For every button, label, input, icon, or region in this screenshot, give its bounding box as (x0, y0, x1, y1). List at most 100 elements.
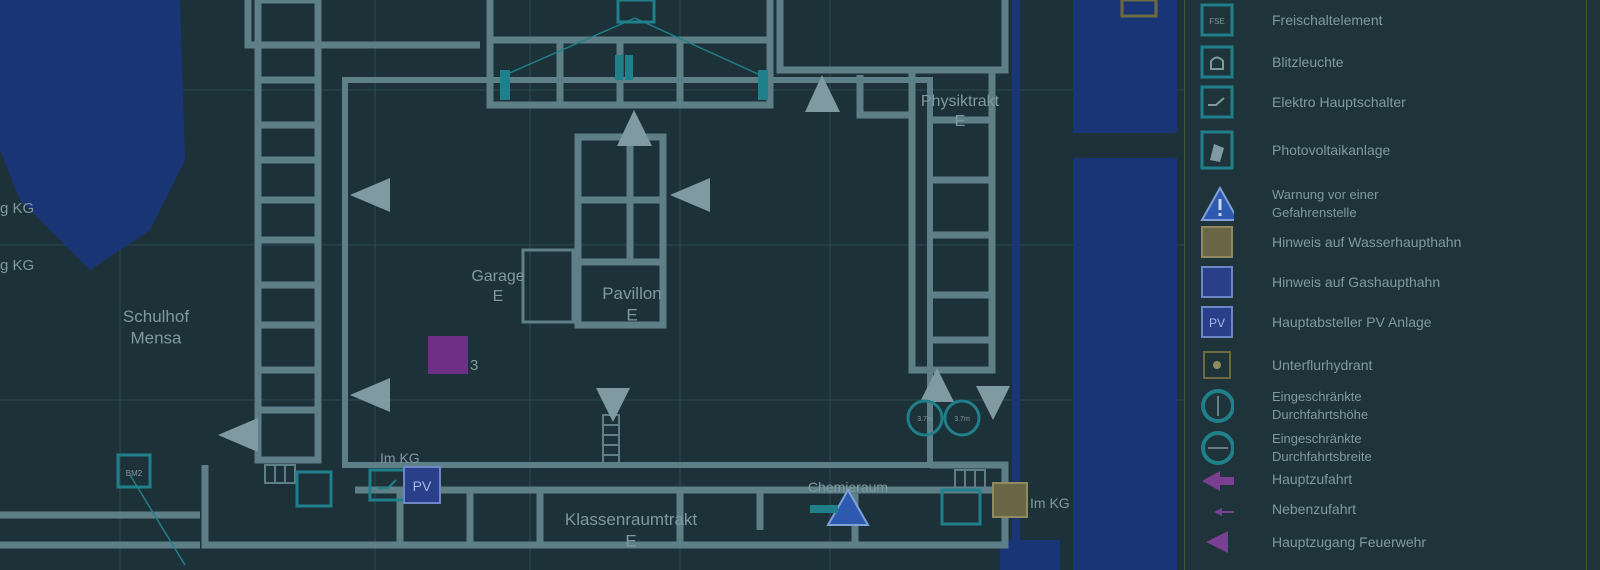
legend-item-label: Hinweis auf Gashaupthahn (1272, 274, 1441, 290)
svg-text:FSE: FSE (1209, 17, 1225, 26)
secondary-access-arrow-icon (1200, 495, 1234, 529)
legend-item-label: Blitzleuchte (1272, 54, 1344, 70)
legend-item: PV Hauptabsteller PV Anlage (1186, 302, 1586, 342)
street-strip (1012, 0, 1020, 570)
restricted-width-icon (943, 399, 981, 437)
clearance-height-label: 3.7m (917, 416, 933, 423)
purple-room-marker[interactable] (428, 336, 468, 374)
entry-arrow-icon (805, 75, 840, 112)
top-center-building (486, 0, 774, 109)
restricted-height-icon (906, 399, 944, 437)
chemistry-hazard-bar (810, 505, 838, 513)
legend-item: Eingeschränkte Durchfahrtsbreite (1186, 427, 1586, 469)
pv-switch-icon (403, 466, 441, 504)
restricted-width-icon (1200, 431, 1234, 465)
pond-area (0, 0, 185, 270)
purple-room-suffix: 3 (470, 357, 478, 374)
legend-item-label: Freischaltelement (1272, 12, 1383, 28)
legend-item: FSE Freischaltelement (1186, 0, 1586, 40)
main-access-arrow-icon (1200, 464, 1234, 498)
safety-symbols[interactable] (116, 0, 1158, 526)
entry-arrow-icon (218, 418, 258, 452)
legend-item-label: Elektro Hauptschalter (1272, 94, 1406, 110)
legend-item: Eingeschränkte Durchfahrtshöhe (1186, 385, 1586, 427)
entry-arrow-icon (976, 386, 1010, 420)
chemistry-room-label: Chemieraum (808, 479, 888, 495)
legend-item: Nebenzufahrt (1186, 495, 1586, 523)
entry-arrows[interactable] (218, 75, 1010, 452)
entry-arrow-icon (920, 368, 954, 402)
blue-zones (0, 0, 1177, 570)
fire-brigade-entrance-icon (1200, 525, 1234, 559)
legend-item-label: Warnung vor einer Gefahrenstelle (1272, 187, 1379, 220)
fire-panel-icon (295, 470, 333, 508)
left-wing-outline (254, 0, 322, 464)
legend-item: Elektro Hauptschalter (1186, 82, 1586, 122)
kg-label-lower: g KG (0, 257, 34, 274)
legend-item: Hauptzugang Feuerwehr (1186, 522, 1586, 562)
kg-label-upper: g KG (0, 200, 34, 217)
legend-item-label: Eingeschränkte Durchfahrtshöhe (1272, 389, 1369, 422)
hydrant-icon (1120, 0, 1158, 18)
pv-marker-label: PV (413, 478, 432, 494)
flash-light-lines (129, 17, 761, 566)
restricted-height-icon (1200, 389, 1234, 423)
water-main-icon (1200, 225, 1234, 259)
main-switch-icon (1200, 85, 1234, 119)
legend-item: Hinweis auf Gashaupthahn (1186, 262, 1586, 302)
entry-arrow-icon (670, 178, 710, 212)
legend-item-label: Hauptabsteller PV Anlage (1272, 314, 1432, 330)
legend-item-label: Photovoltaikanlage (1272, 142, 1391, 158)
entry-arrow-icon (350, 378, 390, 412)
legend-item-label: Hauptzufahrt (1272, 471, 1353, 487)
legend-item-label: Unterflurhydrant (1272, 357, 1373, 373)
parking-corner (1000, 540, 1060, 570)
fire-panel-icon (616, 0, 656, 24)
bm-marker-icon (116, 453, 152, 489)
fire-panel-icon (940, 488, 982, 526)
stairs (264, 414, 986, 489)
legend-item-label: Eingeschränkte Durchfahrtsbreite (1272, 431, 1372, 464)
legend-item: Warnung vor einer Gefahrenstelle (1186, 182, 1586, 226)
parking-area-top (1073, 0, 1177, 133)
garage-outline (521, 248, 575, 324)
warning-triangle-icon (1200, 186, 1234, 221)
water-main-hint-icon[interactable] (992, 482, 1028, 518)
legend-item: Hauptzufahrt (1186, 464, 1586, 494)
legend-item-label: Hinweis auf Wasserhaupthahn (1272, 234, 1462, 250)
flash-light-icon (1200, 45, 1234, 79)
legend-item: Hinweis auf Wasserhaupthahn (1186, 222, 1586, 262)
physics-wing-outline (908, 66, 996, 374)
classroom-wing-outline (201, 461, 1009, 549)
hydrant-icon (1200, 348, 1234, 382)
im-kg-left-label: Im KG (380, 450, 420, 466)
pavilion-outline (574, 133, 667, 329)
photovoltaic-icon (1200, 130, 1234, 170)
entry-arrow-icon (617, 110, 652, 146)
building-walls (0, 0, 1009, 549)
svg-text:PV: PV (1209, 316, 1225, 330)
bm-marker-label: BM2 (126, 469, 143, 478)
entry-arrow-icon (596, 388, 630, 422)
legend-item-label: Nebenzufahrt (1272, 501, 1357, 517)
im-kg-right-label: Im KG (1030, 495, 1070, 511)
legend-item-label: Hauptzugang Feuerwehr (1272, 534, 1427, 550)
legend-panel (1184, 0, 1600, 570)
parking-area-bottom (1073, 158, 1177, 570)
legend-item: Unterflurhydrant (1186, 345, 1586, 385)
pv-switch-marker[interactable]: PV (403, 466, 441, 504)
gas-main-icon (1200, 265, 1234, 299)
clearance-width-label: 3.7m (954, 416, 970, 423)
pv-switch-icon: PV (1200, 305, 1234, 339)
legend-item: Blitzleuchte (1186, 42, 1586, 82)
fse-icon: FSE (1200, 3, 1234, 37)
legend-item: Photovoltaikanlage (1186, 128, 1586, 172)
entry-arrow-icon (350, 178, 390, 212)
